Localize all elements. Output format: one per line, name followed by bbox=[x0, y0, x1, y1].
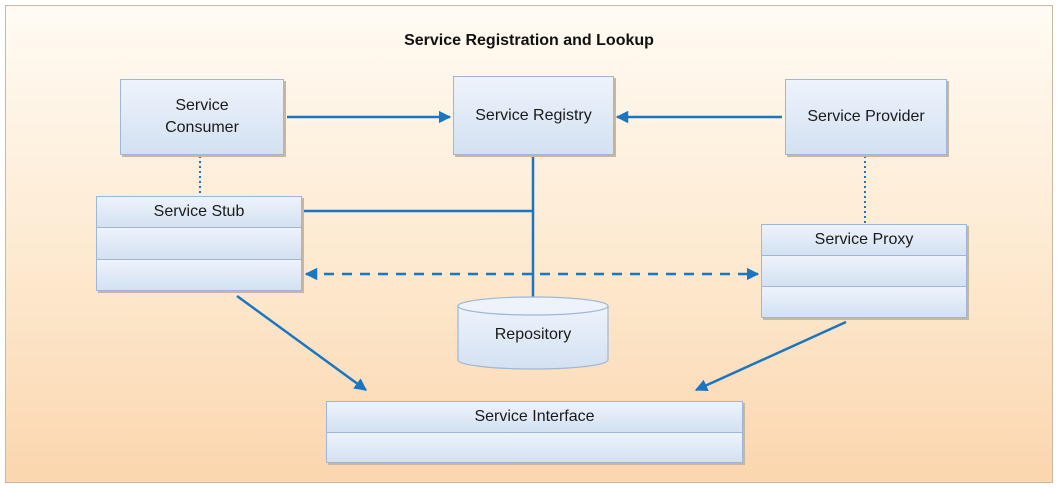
proxy-to-interface-arrow bbox=[694, 320, 847, 392]
repository-cylinder bbox=[457, 296, 609, 370]
service-stub-compartment bbox=[97, 228, 301, 260]
service-proxy-compartment bbox=[762, 256, 966, 287]
service-provider-box: Service Provider bbox=[785, 79, 947, 155]
service-stub-compartment bbox=[97, 259, 301, 290]
service-proxy-box: Service Proxy bbox=[761, 224, 967, 318]
service-interface-header: Service Interface bbox=[327, 402, 742, 433]
service-proxy-header: Service Proxy bbox=[762, 225, 966, 256]
stub-to-interface-arrow bbox=[236, 294, 368, 392]
service-interface-compartment bbox=[327, 432, 742, 462]
service-stub-box: Service Stub bbox=[96, 196, 302, 291]
service-registry-box: Service Registry bbox=[453, 76, 614, 155]
service-proxy-compartment bbox=[762, 287, 966, 317]
diagram-title: Service Registration and Lookup bbox=[404, 32, 654, 49]
service-stub-header: Service Stub bbox=[97, 197, 301, 229]
service-consumer-box: Service Consumer bbox=[120, 79, 284, 155]
service-interface-box: Service Interface bbox=[326, 401, 743, 463]
repository-label: Repository bbox=[494, 326, 572, 343]
